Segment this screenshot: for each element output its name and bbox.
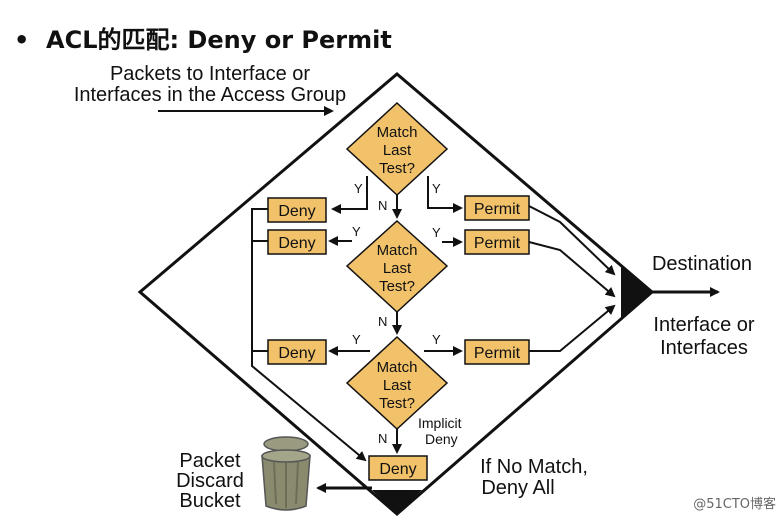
no-label-1: N — [378, 198, 387, 213]
deny-label-3: Deny — [278, 345, 315, 362]
permit-to-destination-1 — [528, 205, 616, 276]
test-text-3: Test? — [379, 395, 415, 412]
implicit-label-line1: Implicit — [418, 415, 462, 431]
yes-label-2b: Y — [432, 225, 441, 240]
permit-box-1: Permit — [464, 195, 530, 221]
watermark: @51CTO博客 — [693, 496, 776, 512]
permit-box-2: Permit — [464, 229, 530, 255]
implicit-label-line2: Deny — [425, 431, 458, 447]
yes-label-3b: Y — [432, 332, 441, 347]
permit-to-destination-3 — [529, 304, 616, 352]
destination-gate — [621, 266, 652, 320]
page-title: ACL的匹配: Deny or Permit — [46, 26, 392, 54]
decision-diamond-1: Match Last Test? — [345, 101, 449, 197]
title-bullet: • — [14, 26, 29, 54]
trash-can-icon — [261, 436, 311, 511]
interface-label-line2: Interfaces — [660, 337, 748, 359]
permit-to-destination-2 — [528, 241, 616, 298]
discard-gate — [372, 490, 422, 514]
bucket-label-line2: Discard — [176, 470, 244, 492]
interface-label-line1: Interface or — [653, 314, 755, 336]
permit-label-3: Permit — [474, 345, 521, 362]
deny-collector-line — [251, 208, 367, 462]
last-text-1: Last — [383, 142, 412, 159]
no-label-2: N — [378, 314, 387, 329]
deny-label-2: Deny — [278, 235, 315, 252]
permit-label-1: Permit — [474, 201, 521, 218]
deny-box-2: Deny — [267, 229, 327, 255]
deny-label-1: Deny — [278, 203, 315, 220]
last-text-3: Last — [383, 377, 412, 394]
test-text-2: Test? — [379, 278, 415, 295]
match-text-3: Match — [377, 359, 418, 376]
decision-diamond-3: Match Last Test? — [345, 335, 449, 431]
match-text-1: Match — [377, 124, 418, 141]
destination-label: Destination — [652, 253, 752, 275]
yes-label-2a: Y — [352, 224, 361, 239]
bucket-label-line3: Bucket — [179, 490, 241, 512]
no-match-label-line2: Deny All — [481, 477, 554, 499]
packets-label-line1: Packets to Interface or — [110, 63, 310, 85]
yes-label-1a: Y — [354, 181, 363, 196]
deny-branch-1 — [331, 176, 368, 214]
deny-box-3: Deny — [267, 339, 327, 365]
no-match-label-line1: If No Match, — [480, 456, 588, 478]
implicit-deny-box: Deny — [368, 455, 428, 481]
permit-branch-1 — [427, 176, 463, 213]
test-text-1: Test? — [379, 160, 415, 177]
bucket-label-line1: Packet — [179, 450, 241, 472]
last-text-2: Last — [383, 260, 412, 277]
no-label-3: N — [378, 431, 387, 446]
yes-label-3a: Y — [352, 332, 361, 347]
packets-label-line2: Interfaces in the Access Group — [74, 84, 346, 106]
implicit-deny-text: Deny — [379, 461, 416, 478]
permit-box-3: Permit — [464, 339, 530, 365]
yes-label-1b: Y — [432, 181, 441, 196]
deny-box-1: Deny — [267, 197, 327, 223]
permit-label-2: Permit — [474, 235, 521, 252]
match-text-2: Match — [377, 242, 418, 259]
